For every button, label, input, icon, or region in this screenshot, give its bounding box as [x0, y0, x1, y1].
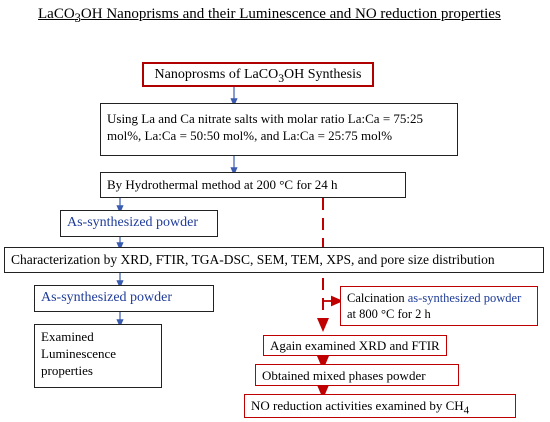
diagram-title: LaCO3OH Nanoprisms and their Luminescenc…: [38, 6, 501, 25]
node-characterization: Characterization by XRD, FTIR, TGA-DSC, …: [4, 247, 544, 273]
node-xrd-ftir: Again examined XRD and FTIR: [263, 335, 447, 356]
node-salts: Using La and Ca nitrate salts with molar…: [100, 103, 458, 156]
node-synthesis: Nanoprosms of LaCO3OH Synthesis: [142, 62, 374, 87]
node-no-reduction: NO reduction activities examined by CH4: [244, 394, 516, 418]
node-mixed-phases: Obtained mixed phases powder: [255, 364, 459, 386]
node-calcination: Calcination as-synthesized powder at 800…: [340, 286, 538, 326]
node-luminescence: Examined Luminescence properties: [34, 324, 162, 388]
node-as-synthesized-1: As-synthesized powder: [60, 210, 218, 237]
node-as-synthesized-2: As-synthesized powder: [34, 285, 214, 312]
node-hydrothermal: By Hydrothermal method at 200 °C for 24 …: [100, 172, 406, 198]
